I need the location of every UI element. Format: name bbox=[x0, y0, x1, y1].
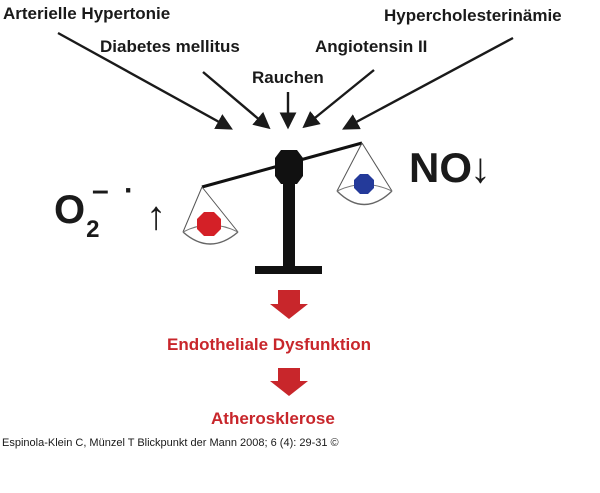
scale-stand bbox=[283, 180, 295, 268]
factor-arterielle-hypertonie: Arterielle Hypertonie bbox=[3, 4, 171, 23]
scale-pivot bbox=[275, 150, 303, 184]
superoxide-charge: – bbox=[92, 174, 109, 207]
left-ball bbox=[197, 212, 221, 236]
superoxide-symbol: O bbox=[54, 188, 86, 232]
factor-angiotensin-ii: Angiotensin II bbox=[315, 37, 428, 56]
scale-base bbox=[255, 266, 322, 274]
outcome-endotheliale-dysfunktion: Endotheliale Dysfunktion bbox=[167, 335, 372, 354]
down-arrow-1 bbox=[270, 290, 308, 319]
right-pan bbox=[336, 142, 393, 206]
down-arrow-2 bbox=[270, 368, 308, 396]
superoxide-subscript: 2 bbox=[86, 216, 100, 243]
left-pan bbox=[182, 186, 239, 245]
arrow-hypercholesterin bbox=[342, 36, 514, 130]
arrow-diabetes bbox=[202, 71, 271, 130]
factor-rauchen: Rauchen bbox=[252, 68, 324, 87]
superoxide-radical-dot: · bbox=[124, 174, 134, 207]
nitric-oxide-label: NO bbox=[409, 144, 472, 191]
outcome-atherosklerose: Atherosklerose bbox=[211, 409, 335, 428]
arrow-hypertonie bbox=[57, 31, 233, 130]
arrow-angiotensin bbox=[302, 69, 375, 129]
factor-hypercholesterinaemie: Hypercholesterinämie bbox=[384, 6, 562, 25]
superoxide-label: O2 – · bbox=[54, 176, 134, 242]
citation-text: Espinola-Klein C, Münzel T Blickpunkt de… bbox=[2, 437, 339, 449]
down-arrow-icon: ↓ bbox=[470, 144, 491, 191]
factor-diabetes-mellitus: Diabetes mellitus bbox=[100, 37, 240, 56]
up-arrow-icon: ↑ bbox=[146, 194, 166, 238]
right-ball bbox=[354, 174, 374, 194]
